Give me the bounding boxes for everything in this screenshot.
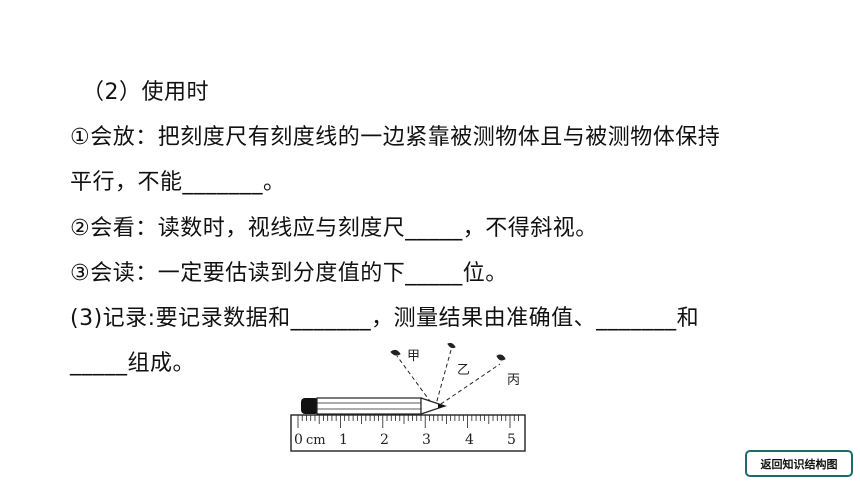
ruler: 0 cm 1 2 3 4 5 xyxy=(290,414,526,452)
view-label-b: 乙 xyxy=(457,363,470,378)
rule-recording-continued: _____组成。 xyxy=(70,351,196,376)
rule-placement-continued: 平行，不能_______。 xyxy=(70,170,286,195)
rule-recording: (3)记录:要记录数据和_______，测量结果由准确值、_______和 xyxy=(70,306,700,331)
ruler-label-2: 2 xyxy=(380,432,389,448)
rule-placement: ①会放：把刻度尺有刻度线的一边紧靠被测物体且与被测物体保持 xyxy=(70,125,721,150)
ruler-label-5: 5 xyxy=(507,432,516,448)
sight-line-c xyxy=(434,363,501,409)
ruler-label-0: 0 xyxy=(294,432,303,448)
ruler-label-3: 3 xyxy=(422,432,431,448)
rule-reading: ③会读：一定要估读到分度值的下_____位。 xyxy=(70,261,508,286)
ruler-pencil-figure: 甲 乙 丙 0 cm 1 2 3 4 5 xyxy=(290,342,526,452)
eye-icon-a xyxy=(390,349,401,356)
sight-line-a xyxy=(396,355,436,409)
eye-icon-b xyxy=(447,342,456,349)
ruler-label-4: 4 xyxy=(465,432,474,448)
ruler-unit-label: cm xyxy=(306,433,326,448)
ruler-label-1: 1 xyxy=(339,432,348,448)
section-heading-usage: （2）使用时 xyxy=(82,80,209,105)
view-label-c: 丙 xyxy=(507,373,520,388)
back-to-structure-button[interactable]: 返回知识结构图 xyxy=(745,450,853,477)
view-label-a: 甲 xyxy=(407,349,420,364)
sight-line-b xyxy=(434,349,452,409)
pencil-icon xyxy=(301,397,447,415)
eye-icon-c xyxy=(496,354,506,361)
rule-viewing: ②会看：读数时，视线应与刻度尺_____，不得斜视。 xyxy=(70,216,598,241)
